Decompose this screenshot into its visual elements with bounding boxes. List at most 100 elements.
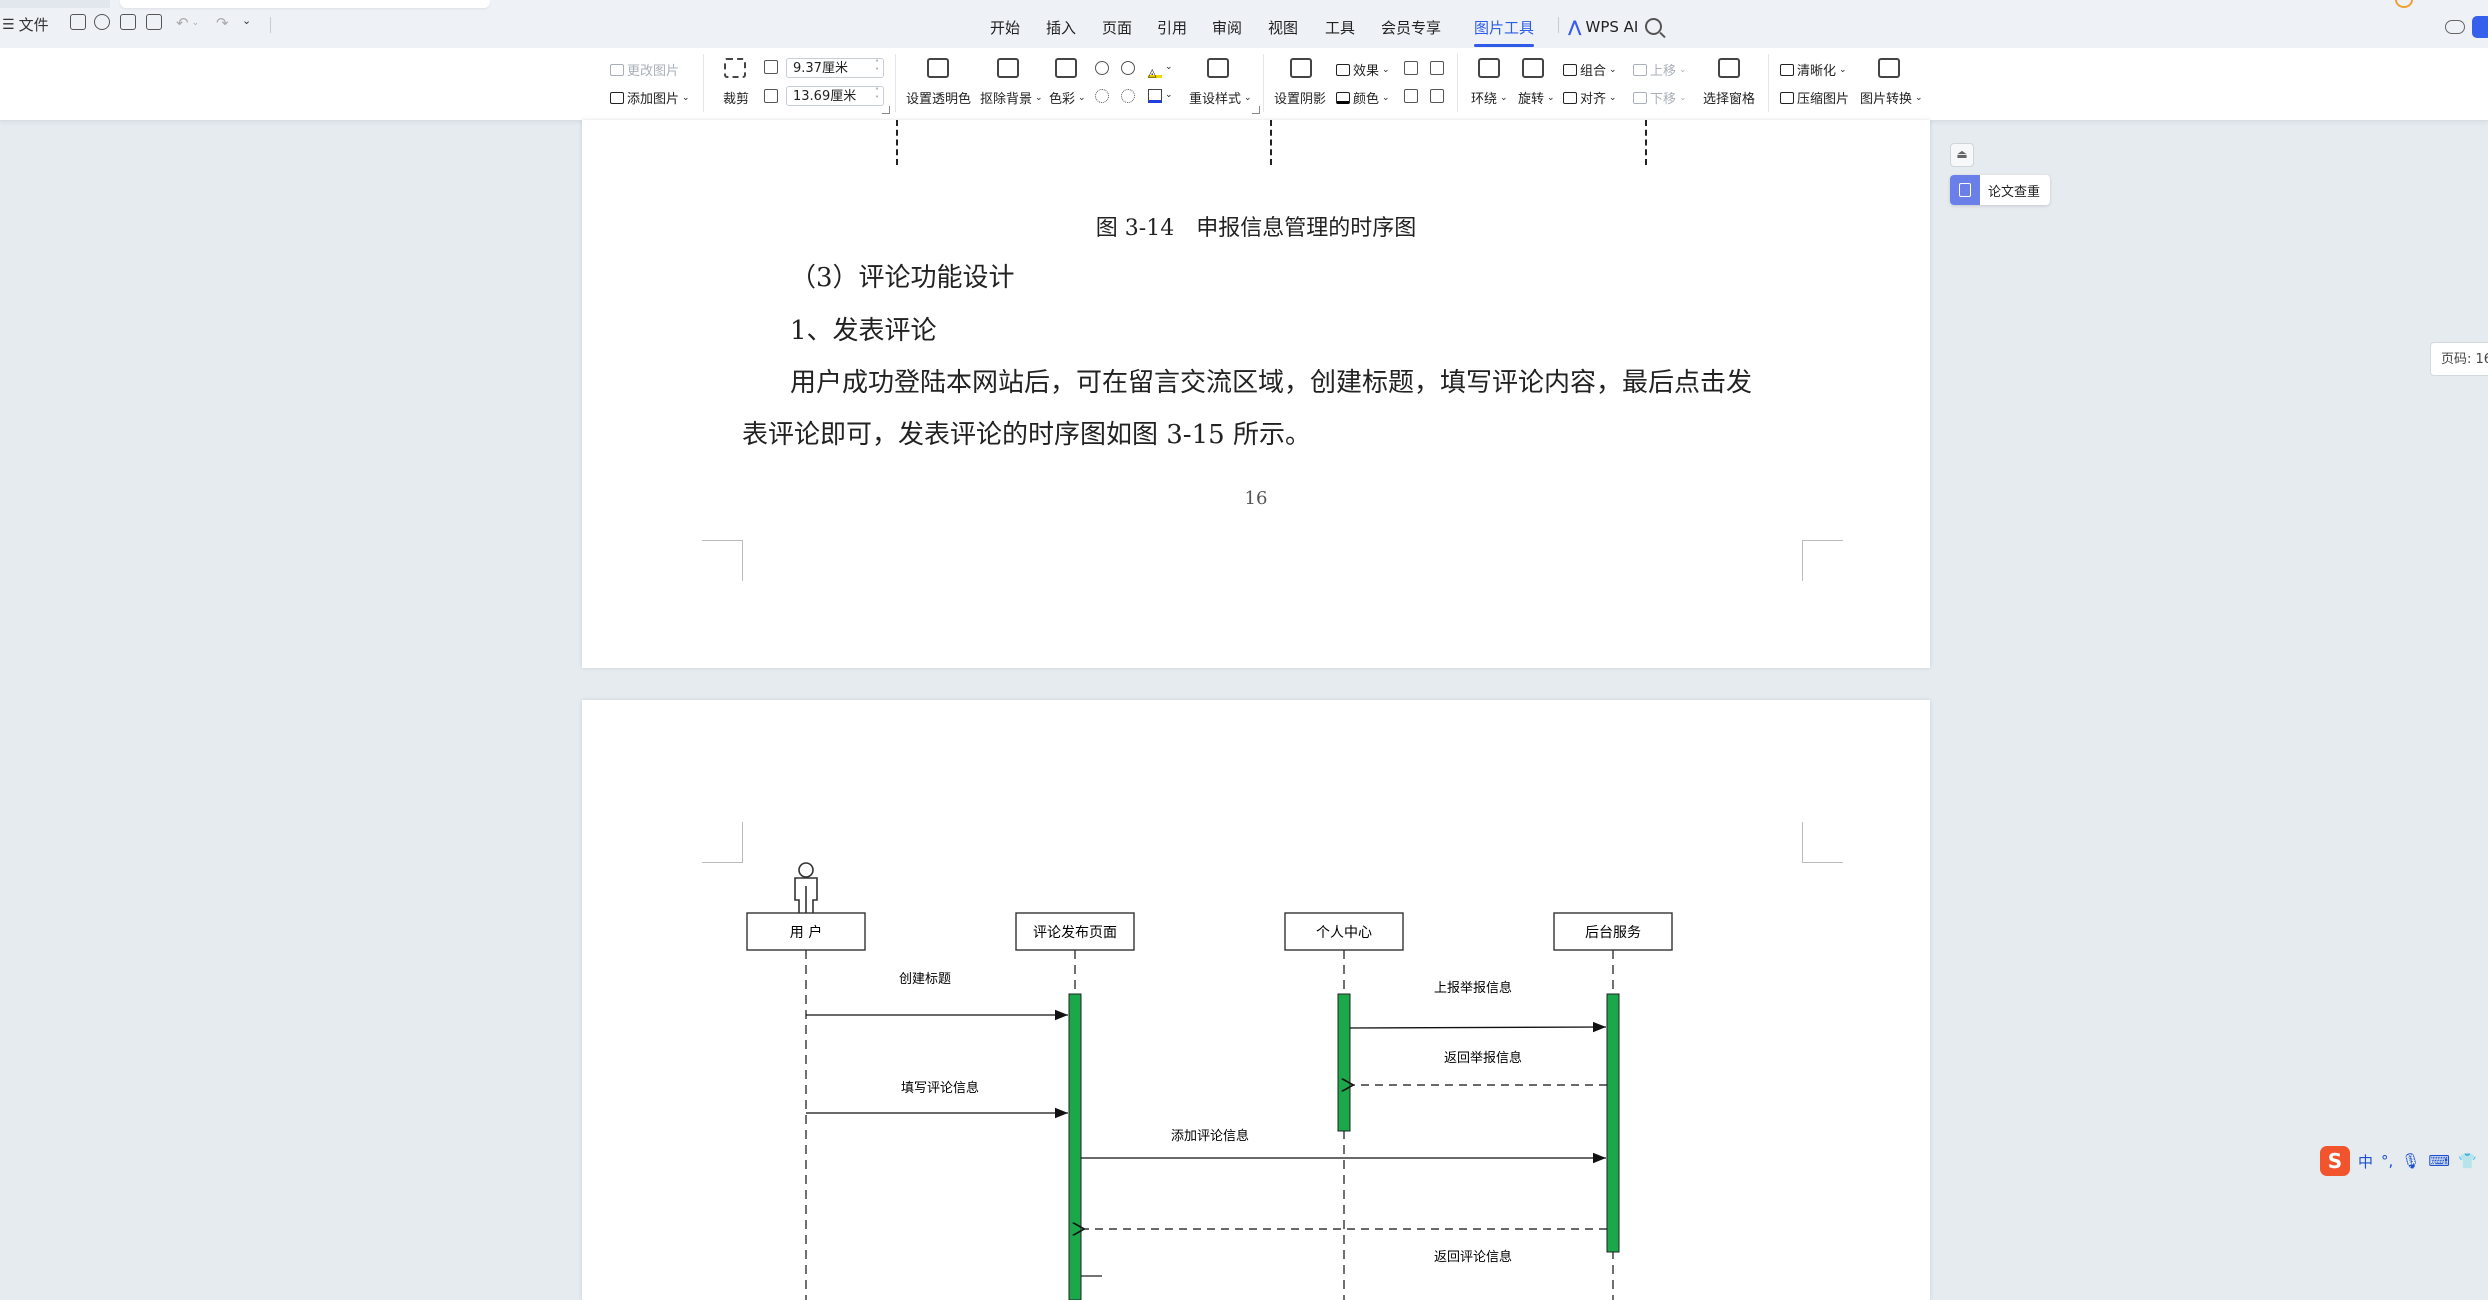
document-page-17[interactable]: 用 户 评论发布页面 个人中心 后台服务 创建标题 上 bbox=[582, 700, 1930, 1300]
shadow-offset-down-icon[interactable] bbox=[1430, 61, 1444, 75]
effect-button[interactable]: 效果⌄ bbox=[1336, 60, 1390, 79]
add-picture-button[interactable]: 添加图片 ⌄ bbox=[610, 88, 690, 107]
shadow-offset-left-icon[interactable] bbox=[1404, 89, 1418, 103]
collapse-panel-button[interactable]: ⏏ bbox=[1950, 143, 1974, 167]
decrease-brightness-icon[interactable] bbox=[1121, 89, 1135, 103]
crop-mark bbox=[1802, 822, 1843, 863]
lifeline-personal-center[interactable]: 个人中心 bbox=[1284, 912, 1404, 951]
shadow-offset-up-icon[interactable] bbox=[1404, 61, 1418, 75]
tab-start[interactable]: 开始 bbox=[990, 19, 1021, 37]
width-input[interactable]: 9.37厘米 ˄˅ bbox=[786, 58, 884, 78]
reset-style-button[interactable]: 重设样式⌄ bbox=[1189, 88, 1252, 107]
sharpen-button[interactable]: 清晰化⌄ bbox=[1780, 60, 1847, 79]
save-button[interactable] bbox=[70, 14, 86, 30]
picture-convert-button[interactable]: 图片转换⌄ bbox=[1860, 88, 1923, 107]
rotate-icon[interactable] bbox=[1522, 58, 1544, 78]
microphone-icon[interactable]: 🎙 bbox=[2401, 1152, 2421, 1170]
sequence-diagram[interactable]: 用 户 评论发布页面 个人中心 后台服务 创建标题 上 bbox=[582, 700, 1930, 1300]
tab-picture-tools[interactable]: 图片工具 bbox=[1474, 19, 1535, 47]
tab-view[interactable]: 视图 bbox=[1268, 19, 1299, 37]
print-preview-button[interactable] bbox=[146, 14, 162, 30]
rotate-button[interactable]: 旋转⌄ bbox=[1518, 88, 1555, 107]
color-icon[interactable] bbox=[1055, 58, 1077, 78]
paper-check-label: 论文查重 bbox=[1988, 184, 2041, 200]
picture-border-icon[interactable] bbox=[1148, 89, 1162, 103]
recolor-dropdown[interactable]: ⌄ bbox=[1165, 62, 1173, 72]
group-button[interactable]: 组合⌄ bbox=[1563, 60, 1617, 79]
share-button[interactable] bbox=[2472, 16, 2488, 38]
tab-page[interactable]: 页面 bbox=[1102, 19, 1133, 37]
message-return-report-info: 返回举报信息 bbox=[1352, 1050, 1607, 1085]
selection-pane-button[interactable]: 选择窗格 bbox=[1703, 88, 1755, 107]
section-heading: （3）评论功能设计 bbox=[790, 263, 1015, 293]
set-transparent-icon[interactable] bbox=[927, 58, 949, 78]
lifeline-backend-service[interactable]: 后台服务 bbox=[1553, 912, 1673, 951]
picture-convert-icon[interactable] bbox=[1878, 58, 1900, 78]
document-tab-inactive[interactable] bbox=[0, 0, 110, 8]
increase-brightness-icon[interactable] bbox=[1095, 89, 1109, 103]
paper-check-button[interactable]: 论文查重 bbox=[1950, 175, 2050, 205]
ime-language-toggle[interactable]: 中 bbox=[2358, 1152, 2374, 1171]
width-spinner[interactable]: ˄˅ bbox=[875, 59, 879, 76]
picture-tools-ribbon: 更改图片 添加图片 ⌄ 裁剪 9.37厘米 ˄˅ 13.69厘米 ˄˅ 设置透明… bbox=[0, 48, 2488, 121]
shadow-color-button[interactable]: 颜色⌄ bbox=[1336, 88, 1390, 107]
recolor-icon[interactable]: ◬ bbox=[1148, 61, 1162, 79]
picture-border-dropdown[interactable]: ⌄ bbox=[1165, 90, 1173, 100]
ime-toolbar[interactable]: S 中 °, 🎙 ⌨ 👕 bbox=[2320, 1145, 2488, 1177]
punctuation-icon[interactable]: °, bbox=[2381, 1152, 2394, 1170]
align-button[interactable]: 对齐⌄ bbox=[1563, 88, 1617, 107]
picture-style-dialog-launcher-icon[interactable] bbox=[1252, 106, 1260, 114]
tab-review[interactable]: 审阅 bbox=[1212, 19, 1243, 37]
width-icon bbox=[764, 60, 778, 74]
skin-icon[interactable]: 👕 bbox=[2458, 1152, 2477, 1170]
wrap-text-button[interactable]: 环绕⌄ bbox=[1471, 88, 1508, 107]
wps-ai-button[interactable]: ⋀ WPS AI bbox=[1568, 17, 1638, 36]
document-page-16[interactable]: 图 3-14 申报信息管理的时序图 （3）评论功能设计 1、发表评论 用户成功登… bbox=[582, 120, 1930, 668]
height-spinner[interactable]: ˄˅ bbox=[875, 87, 879, 104]
lifeline-user[interactable]: 用 户 bbox=[746, 912, 866, 951]
tab-reference[interactable]: 引用 bbox=[1157, 19, 1188, 37]
reset-style-icon[interactable] bbox=[1207, 58, 1229, 78]
cloud-sync-icon[interactable] bbox=[2445, 20, 2465, 34]
subsection-heading: 1、发表评论 bbox=[790, 316, 937, 346]
keyboard-icon[interactable]: ⌨ bbox=[2428, 1152, 2450, 1170]
compress-picture-button[interactable]: 压缩图片 bbox=[1780, 88, 1849, 107]
paragraph-line-2: 表评论即可，发表评论的时序图如图 3-15 所示。 bbox=[742, 420, 1311, 450]
shadow-offset-right-icon[interactable] bbox=[1430, 89, 1444, 103]
print-button[interactable] bbox=[120, 14, 136, 30]
remove-background-icon[interactable] bbox=[997, 58, 1019, 78]
wrap-text-icon[interactable] bbox=[1478, 58, 1500, 78]
add-picture-label: 添加图片 bbox=[627, 92, 680, 107]
tab-member[interactable]: 会员专享 bbox=[1381, 19, 1442, 37]
set-shadow-icon[interactable] bbox=[1290, 58, 1312, 78]
lifeline-label: 用 户 bbox=[790, 924, 822, 941]
export-button[interactable] bbox=[94, 14, 110, 30]
page-number: 16 bbox=[1244, 488, 1268, 509]
selection-pane-icon[interactable] bbox=[1718, 58, 1740, 78]
customize-toolbar-button[interactable]: ⌄ bbox=[242, 14, 251, 27]
file-menu-button[interactable]: ☰ 文件 bbox=[2, 14, 49, 35]
redo-button[interactable]: ↷ bbox=[216, 14, 229, 32]
size-dialog-launcher-icon[interactable] bbox=[882, 106, 890, 114]
height-input[interactable]: 13.69厘米 ˄˅ bbox=[786, 86, 884, 106]
set-transparent-button[interactable]: 设置透明色 bbox=[906, 88, 971, 107]
crop-button[interactable]: 裁剪 bbox=[723, 88, 749, 107]
tab-insert[interactable]: 插入 bbox=[1046, 19, 1077, 37]
crop-icon[interactable] bbox=[724, 58, 746, 78]
document-tab-active[interactable] bbox=[120, 0, 490, 8]
page-indicator[interactable]: 页码: 16 bbox=[2430, 342, 2488, 376]
bring-forward-button[interactable]: 上移⌄ bbox=[1633, 60, 1687, 79]
lifeline-comment-page[interactable]: 评论发布页面 bbox=[1015, 912, 1135, 951]
shadow-color-label: 颜色 bbox=[1353, 92, 1380, 107]
color-button[interactable]: 色彩⌄ bbox=[1049, 88, 1086, 107]
send-backward-button[interactable]: 下移⌄ bbox=[1633, 88, 1687, 107]
undo-button[interactable]: ↶⌄ bbox=[176, 14, 200, 32]
tab-tools[interactable]: 工具 bbox=[1325, 19, 1356, 37]
change-picture-button[interactable]: 更改图片 bbox=[610, 60, 679, 79]
decrease-contrast-icon[interactable] bbox=[1121, 61, 1135, 75]
remove-background-button[interactable]: 抠除背景⌄ bbox=[980, 88, 1043, 107]
notification-icon[interactable] bbox=[2395, 0, 2413, 8]
search-icon[interactable] bbox=[1645, 18, 1662, 35]
set-shadow-button[interactable]: 设置阴影 bbox=[1274, 88, 1326, 107]
increase-contrast-icon[interactable] bbox=[1095, 61, 1109, 75]
